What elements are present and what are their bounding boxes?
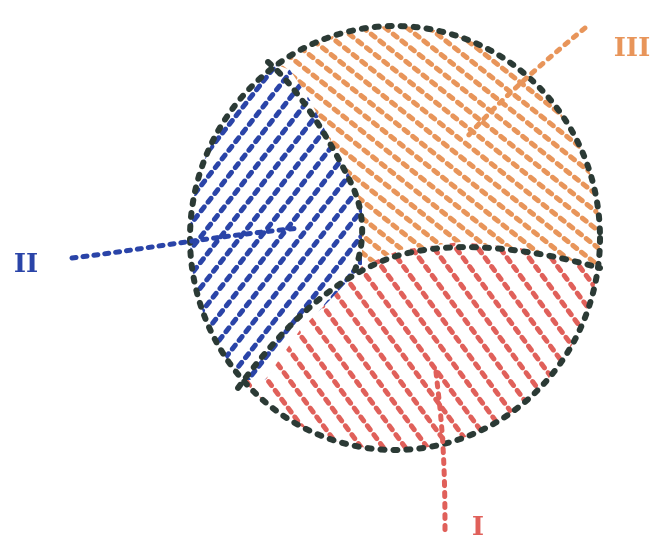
region-2-hatch-line <box>0 60 160 390</box>
region-1-label: I <box>472 512 484 542</box>
region-1-hatch-line-group <box>120 240 650 470</box>
region-2-hatch-line <box>0 60 200 390</box>
region-2-hatch-line <box>0 60 140 390</box>
region-1-hatch-line <box>560 240 650 470</box>
region-1-hatch-line <box>428 240 598 470</box>
region-3-hatch-line <box>372 0 650 300</box>
region-2-hatch-line <box>140 60 400 390</box>
region-2-hatch-line <box>300 60 560 390</box>
region-3-hatch-line <box>0 0 356 300</box>
region-2-label: II <box>14 249 38 279</box>
region-2-hatch-line <box>80 60 340 390</box>
region-1-hatch-line <box>340 240 510 470</box>
region-1-hatch-line <box>406 240 576 470</box>
region-1-hatch-line <box>494 240 650 470</box>
region-2-hatching <box>0 60 560 390</box>
region-1-hatch-line <box>582 240 650 470</box>
region-3-hatch-line <box>284 0 650 300</box>
region-2-hatch-line <box>120 60 380 390</box>
region-3-label: III <box>614 33 650 63</box>
region-1-hatch-line <box>362 240 532 470</box>
region-1-hatch-line <box>252 240 422 470</box>
region-1-hatch-line <box>604 240 650 470</box>
leader-line-region-1 <box>436 372 445 530</box>
region-2-hatch-line <box>0 60 220 390</box>
region-2-hatch-line <box>0 60 180 390</box>
region-1-hatching <box>120 240 650 470</box>
region-2-hatch-line <box>0 60 100 390</box>
region-2-hatch-line <box>0 60 80 390</box>
region-2-hatch-line <box>0 60 240 390</box>
region-2-hatch-line-group <box>0 60 560 390</box>
region-1-hatch-line <box>626 240 650 470</box>
region-1-hatch-line <box>318 240 488 470</box>
region-2-hatch-line <box>0 60 120 390</box>
region-3-hatch-line <box>0 0 334 300</box>
region-1-hatch-line <box>472 240 642 470</box>
